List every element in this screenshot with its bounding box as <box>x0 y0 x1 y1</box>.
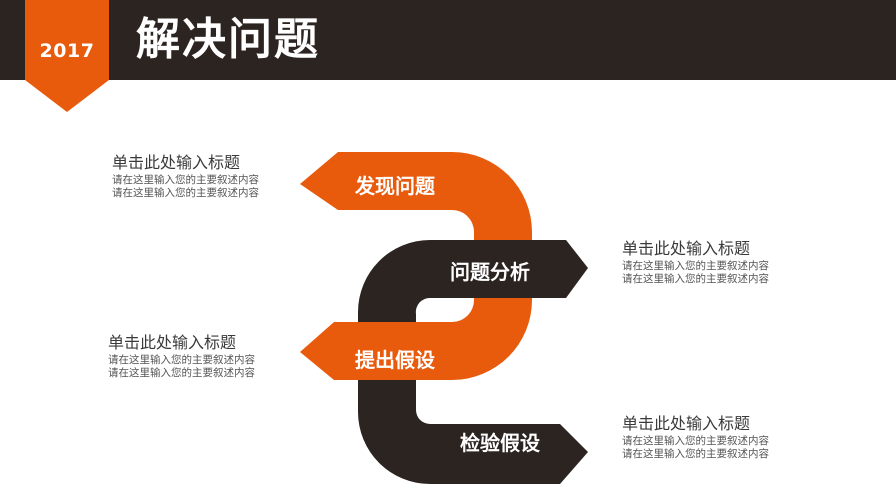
text-block-line: 请在这里输入您的主要叙述内容 <box>112 187 259 199</box>
step-label-3: 提出假设 <box>355 348 435 372</box>
text-block-line: 请在这里输入您的主要叙述内容 <box>622 260 769 272</box>
text-block-line: 请在这里输入您的主要叙述内容 <box>108 354 255 366</box>
year-tag <box>25 0 109 112</box>
header-bar <box>0 0 896 80</box>
text-block-1[interactable]: 单击此处输入标题 请在这里输入您的主要叙述内容 请在这里输入您的主要叙述内容 <box>112 152 259 200</box>
text-block-3[interactable]: 单击此处输入标题 请在这里输入您的主要叙述内容 请在这里输入您的主要叙述内容 <box>108 332 255 380</box>
text-block-title: 单击此处输入标题 <box>622 239 751 258</box>
text-block-line: 请在这里输入您的主要叙述内容 <box>622 448 769 460</box>
text-block-2[interactable]: 单击此处输入标题 请在这里输入您的主要叙述内容 请在这里输入您的主要叙述内容 <box>622 238 769 286</box>
text-block-title: 单击此处输入标题 <box>622 414 751 433</box>
step-label-1: 发现问题 <box>355 174 435 198</box>
step-label-2: 问题分析 <box>450 260 530 284</box>
step-1-band <box>300 152 532 380</box>
step-3-band <box>300 322 452 380</box>
step-label-4: 检验假设 <box>460 431 540 455</box>
text-block-line: 请在这里输入您的主要叙述内容 <box>622 273 769 285</box>
text-block-line: 请在这里输入您的主要叙述内容 <box>622 435 769 447</box>
text-block-4[interactable]: 单击此处输入标题 请在这里输入您的主要叙述内容 请在这里输入您的主要叙述内容 <box>622 413 769 461</box>
step-2-band <box>358 240 588 484</box>
text-block-line: 请在这里输入您的主要叙述内容 <box>108 367 255 379</box>
year-label: 2017 <box>39 40 95 62</box>
text-block-title: 单击此处输入标题 <box>108 333 237 352</box>
text-block-title: 单击此处输入标题 <box>112 153 241 172</box>
text-block-line: 请在这里输入您的主要叙述内容 <box>112 174 259 186</box>
page-title: 解决问题 <box>136 14 320 65</box>
